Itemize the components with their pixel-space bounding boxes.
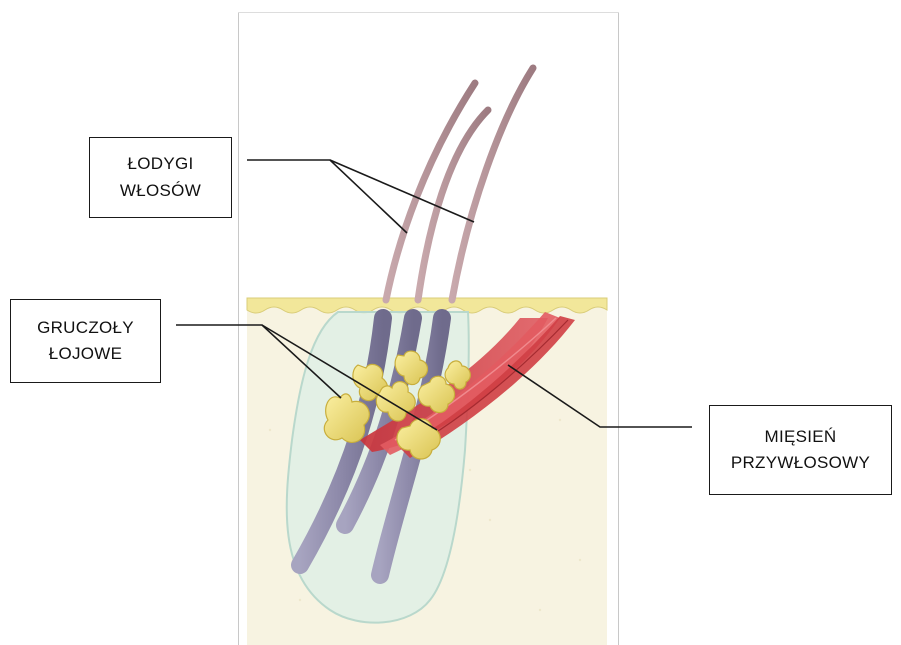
label-sebaceous-glands-line2: ŁOJOWE — [49, 341, 123, 367]
label-arrector-muscle: MIĘSIEŃ PRZYWŁOSOWY — [709, 405, 892, 495]
label-arrector-muscle-line2: PRZYWŁOSOWY — [731, 450, 870, 476]
label-sebaceous-glands-line1: GRUCZOŁY — [37, 315, 134, 341]
label-sebaceous-glands: GRUCZOŁY ŁOJOWE — [10, 299, 161, 383]
label-hair-stems: ŁODYGI WŁOSÓW — [89, 137, 232, 218]
label-hair-stems-line2: WŁOSÓW — [120, 178, 201, 204]
label-arrector-muscle-line1: MIĘSIEŃ — [764, 424, 836, 450]
label-hair-stems-line1: ŁODYGI — [127, 151, 193, 177]
